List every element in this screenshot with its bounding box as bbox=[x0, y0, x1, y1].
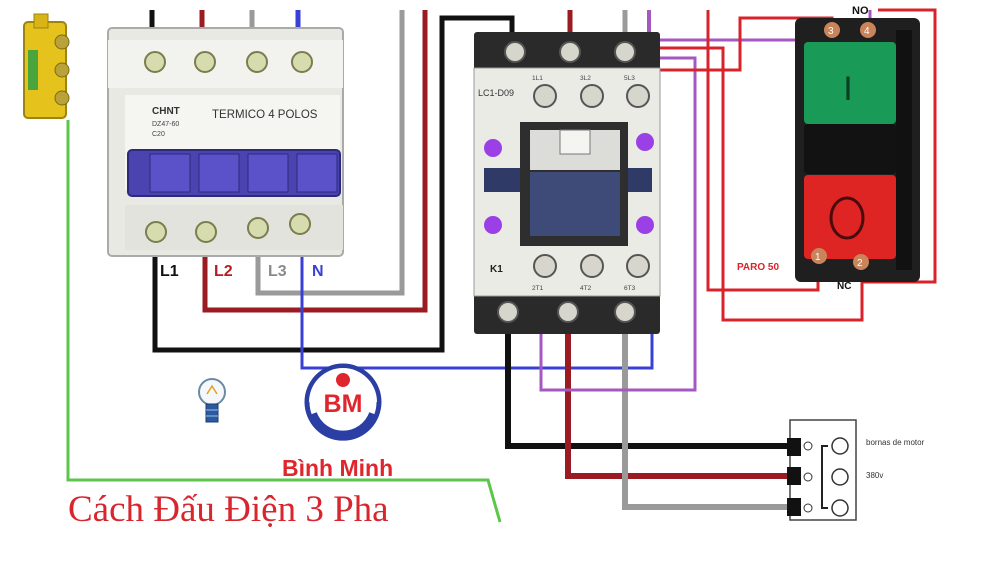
motor-terminal-title: bornas de motor bbox=[866, 438, 925, 447]
brand-name: Bình Minh bbox=[282, 455, 394, 481]
contactor-bottom-1: 2T1 bbox=[532, 285, 544, 292]
control-wire-red-1 bbox=[645, 46, 864, 322]
control-wire-purple-1 bbox=[539, 56, 697, 392]
motor-terminal-voltage: 380v bbox=[866, 471, 883, 480]
stop-button[interactable]: O bbox=[829, 196, 865, 240]
wire-l1-to-contactor bbox=[152, 15, 515, 353]
ground-terminal-icon bbox=[23, 13, 70, 119]
contactor-tag: K1 bbox=[490, 264, 503, 275]
ground-wire bbox=[66, 120, 502, 523]
contactor-bottom-3: 6T3 bbox=[624, 285, 636, 292]
stop-pin-2: 2 bbox=[857, 258, 863, 269]
pushbutton-pins bbox=[811, 22, 876, 270]
breaker-top-screws bbox=[144, 51, 313, 73]
contactor-top-3: 5L3 bbox=[624, 75, 635, 82]
wire-l3-to-contactor bbox=[255, 10, 405, 296]
bm-logo-icon: BM bbox=[304, 363, 382, 441]
breaker-bottom-screws bbox=[145, 213, 311, 243]
wire-l2-to-contactor bbox=[202, 10, 428, 313]
stop-pin-1: 1 bbox=[815, 252, 821, 263]
terminal-label-l3: L3 bbox=[268, 263, 287, 280]
contactor-top-2: 3L2 bbox=[580, 75, 591, 82]
logo-mark: BM bbox=[324, 390, 363, 418]
contactor-model: LC1-D09 bbox=[478, 88, 514, 98]
breaker-rating: C20 bbox=[152, 131, 165, 138]
circuit-breaker bbox=[107, 27, 344, 257]
breaker-model: DZ47-60 bbox=[152, 121, 179, 128]
diagram-caption: Cách Đấu Điện 3 Pha bbox=[68, 489, 389, 530]
pushbutton-station bbox=[795, 18, 920, 282]
terminal-label-l2: L2 bbox=[214, 263, 233, 280]
start-symbol: I bbox=[843, 70, 852, 108]
contactor-top-1: 1L1 bbox=[532, 75, 543, 82]
stop-label: PARO 50 bbox=[737, 262, 779, 273]
motor-wire-w bbox=[622, 300, 792, 510]
stop-symbol-ring bbox=[829, 196, 865, 240]
motor-terminal-block bbox=[787, 419, 857, 521]
motor-wire-u bbox=[505, 300, 792, 449]
terminal-label-l1: L1 bbox=[160, 263, 179, 280]
stop-contact-label: NC bbox=[837, 281, 851, 292]
start-contact-label: NO bbox=[852, 5, 869, 17]
contactor bbox=[473, 32, 661, 334]
start-button[interactable]: I bbox=[843, 70, 852, 108]
light-bulb-icon bbox=[198, 378, 226, 423]
terminal-label-n: N bbox=[312, 263, 324, 280]
breaker-brand: CHNT bbox=[152, 106, 180, 117]
start-pin-3: 3 bbox=[828, 26, 834, 37]
breaker-label: TERMICO 4 POLOS bbox=[212, 109, 318, 121]
start-pin-4: 4 bbox=[864, 26, 870, 37]
wire-n-to-coil bbox=[300, 252, 654, 370]
motor-wire-v bbox=[565, 300, 792, 479]
contactor-bottom-2: 4T2 bbox=[580, 285, 592, 292]
